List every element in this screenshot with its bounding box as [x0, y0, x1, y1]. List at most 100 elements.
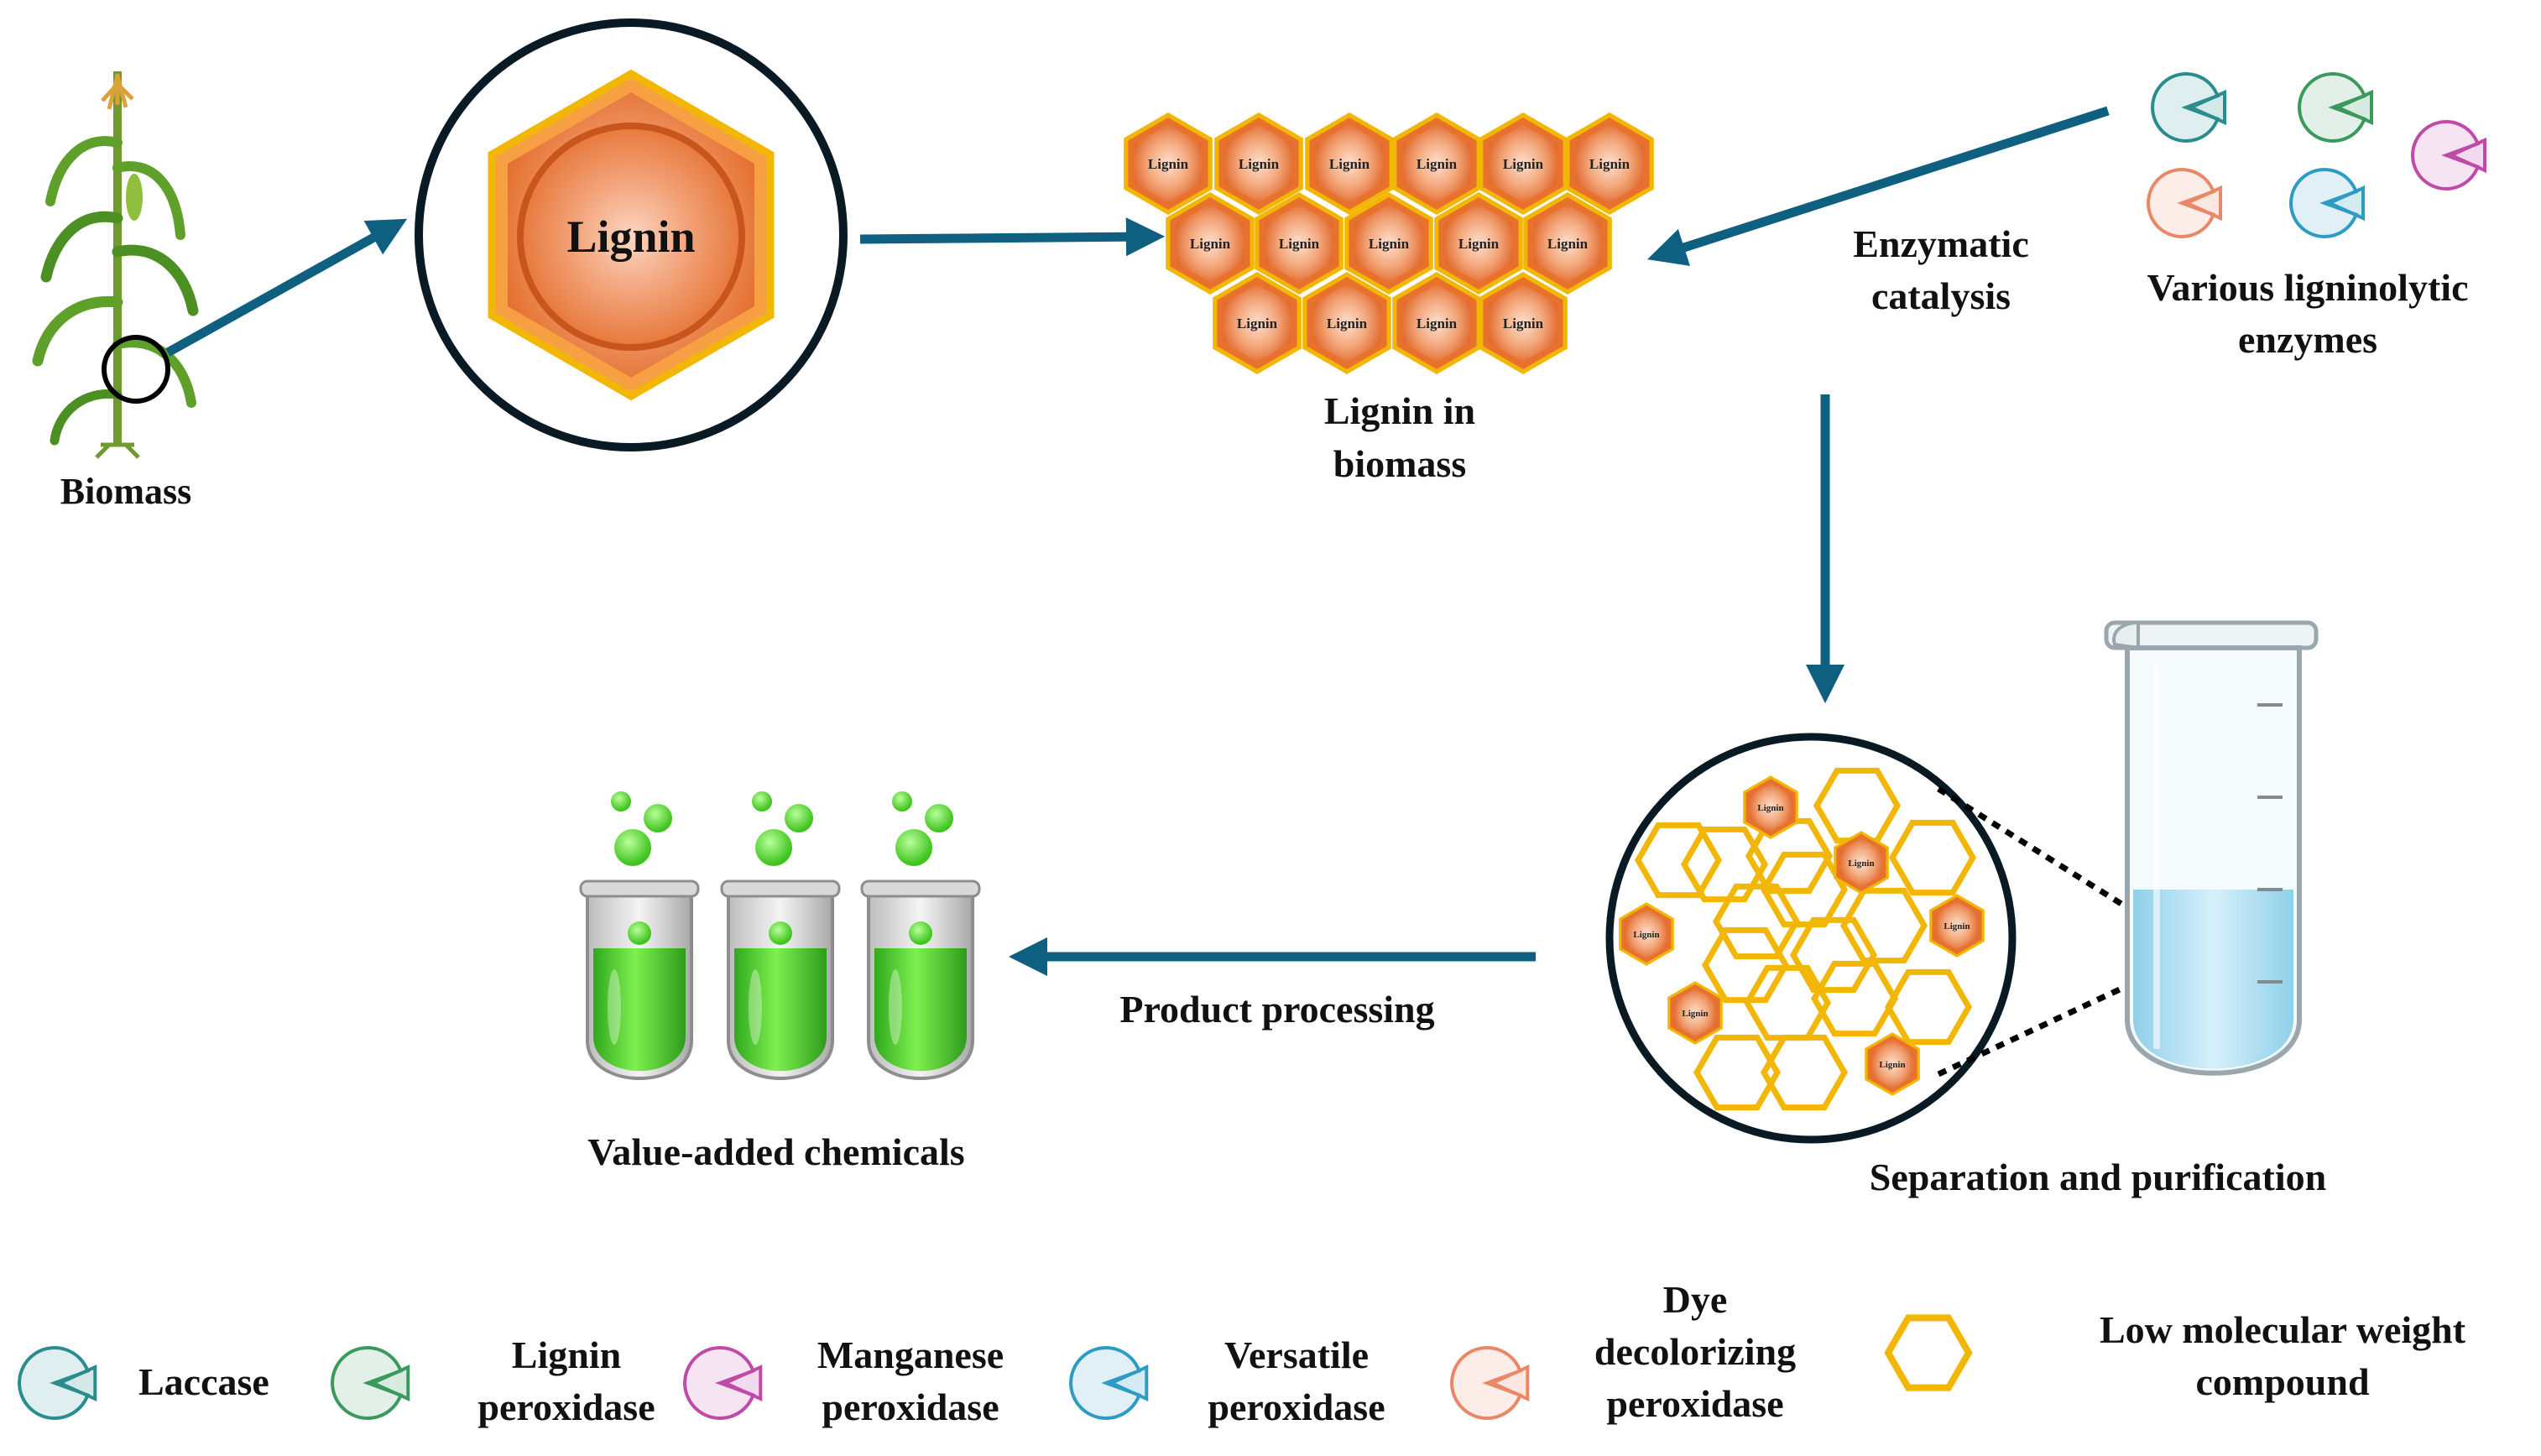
- lignin-hex-11-label: Lignin: [1547, 236, 1589, 252]
- legend: [18, 1314, 1973, 1420]
- low-mw-compound-13: [1693, 1034, 1782, 1111]
- low-mw-compound-9: [1701, 926, 1790, 1004]
- separation-lignin-hex-4-label: Lignin: [1944, 921, 1970, 932]
- lignin-hex-4-label: Lignin: [1417, 156, 1458, 172]
- lignin-hex-13: Lignin: [1302, 271, 1391, 375]
- biomass-highlight-circle: [102, 335, 170, 404]
- legend-dye-peroxidase-line3: peroxidase: [1606, 1382, 1783, 1425]
- legend-versatile-peroxidase-line1: Versatile: [1224, 1333, 1369, 1376]
- enzymes-label-line2: enzymes: [2238, 318, 2377, 361]
- value-added-label: Value-added chemicals: [587, 1130, 964, 1173]
- lignin-hex-15-label: Lignin: [1503, 316, 1544, 331]
- lignin-hex-12: Lignin: [1213, 271, 1302, 375]
- lignin-hex-10: Lignin: [1434, 191, 1523, 295]
- separation-lignin-hex-6: Lignin: [1865, 1032, 1920, 1096]
- lignin-big-label: Lignin: [566, 211, 695, 262]
- lignin-unit-zoom: Lignin: [415, 18, 848, 451]
- legend-lignin-peroxidase-line2: peroxidase: [477, 1386, 655, 1428]
- lignin-hex-9: Lignin: [1344, 191, 1433, 295]
- lignin-hex-1: Lignin: [1124, 112, 1213, 216]
- low-mw-compound-6: [1760, 851, 1849, 928]
- product-processing-label: Product processing: [1119, 988, 1434, 1031]
- separation-lignin-hex-3: Lignin: [1619, 902, 1674, 966]
- separation-lignin-hex-4: Lignin: [1929, 894, 1985, 958]
- lignin-hex-5: Lignin: [1479, 112, 1568, 216]
- lignin-hex-7-label: Lignin: [1190, 236, 1231, 252]
- lignin-hex-1-label: Lignin: [1148, 156, 1189, 172]
- low-mw-compound-14: [1760, 1034, 1849, 1111]
- lignin-hex-4: Lignin: [1392, 112, 1481, 216]
- separation-lignin-hex-1: Lignin: [1743, 775, 1798, 839]
- corn-plant-icon: [32, 71, 199, 459]
- legend-low-mw-line1: Low molecular weight: [2100, 1308, 2466, 1351]
- arrow-enzymes-to-network: [1647, 106, 2110, 266]
- lignin-hex-11: Lignin: [1523, 191, 1612, 295]
- legend-lignin-peroxidase-icon: [331, 1346, 410, 1420]
- separation-lignin-hex-3-label: Lignin: [1633, 930, 1659, 940]
- lignin-hex-3: Lignin: [1305, 112, 1394, 216]
- lignin-in-biomass-label-line1: Lignin in: [1324, 389, 1475, 432]
- legend-versatile-peroxidase-icon: [1069, 1346, 1149, 1420]
- enzyme-cluster: [2147, 72, 2486, 238]
- versatile-peroxidase-enzyme-icon: [2289, 168, 2365, 238]
- lignin-hex-13-label: Lignin: [1327, 316, 1368, 331]
- low-mw-compound-12: [1884, 968, 1973, 1046]
- separation-lignin-hex-5: Lignin: [1667, 981, 1723, 1045]
- legend-dye-peroxidase-line2: decolorizing: [1594, 1330, 1796, 1373]
- lignin-hex-10-label: Lignin: [1458, 236, 1500, 252]
- low-mw-compound-7: [1839, 887, 1928, 964]
- lignin-in-biomass-label-line2: biomass: [1333, 442, 1466, 485]
- manganese-peroxidase-enzyme-icon: [2411, 120, 2486, 190]
- separation-lignin-hex-6-label: Lignin: [1879, 1060, 1905, 1070]
- legend-manganese-peroxidase-icon: [683, 1346, 763, 1420]
- lignin-hex-15: Lignin: [1479, 271, 1568, 375]
- separation-lignin-hex-5-label: Lignin: [1682, 1009, 1708, 1019]
- separation-lignin-hex-2-label: Lignin: [1848, 858, 1874, 869]
- legend-dye-peroxidase-line1: Dye: [1663, 1278, 1728, 1321]
- lignin-hex-9-label: Lignin: [1369, 236, 1410, 252]
- lignin-hex-3-label: Lignin: [1329, 156, 1370, 172]
- separation-lignin-hex-1-label: Lignin: [1757, 803, 1783, 813]
- lignin-hex-6: Lignin: [1565, 112, 1654, 216]
- microcentrifuge-tube-icon: [2104, 620, 2319, 1076]
- arrow-biomass-to-lignin: [165, 218, 408, 357]
- lignin-hex-12-label: Lignin: [1237, 316, 1278, 331]
- chemical-vial-icon: [579, 791, 700, 1080]
- low-mw-compound-4: [1888, 819, 1977, 896]
- lignin-hex-14-label: Lignin: [1417, 316, 1458, 331]
- lignin-hex-7: Lignin: [1166, 191, 1255, 295]
- dye-peroxidase-enzyme-icon: [2147, 168, 2222, 238]
- low-mw-compound-5: [1712, 883, 1801, 960]
- legend-manganese-peroxidase-line1: Manganese: [817, 1333, 1004, 1376]
- legend-dye-peroxidase-icon: [1450, 1346, 1530, 1420]
- low-mw-compound-3: [1680, 826, 1769, 903]
- legend-laccase-label: Laccase: [138, 1360, 269, 1403]
- lignin-peroxidase-enzyme-icon: [2298, 72, 2373, 143]
- legend-low-mw-line2: compound: [2195, 1360, 2369, 1403]
- enzymatic-catalysis-label-line2: catalysis: [1871, 274, 2011, 317]
- separation-lignin-hex-2: Lignin: [1834, 831, 1889, 895]
- lignin-hex-2-label: Lignin: [1239, 156, 1280, 172]
- low-mw-compound-11: [1810, 960, 1899, 1037]
- lignin-hex-8: Lignin: [1255, 191, 1344, 295]
- biomass-label: Biomass: [60, 471, 191, 512]
- low-mw-compound-2: [1745, 817, 1834, 895]
- legend-laccase-icon: [18, 1346, 97, 1420]
- lignin-hex-14: Lignin: [1392, 271, 1481, 375]
- enzymes-label-line1: Various ligninolytic: [2147, 266, 2469, 309]
- legend-lignin-peroxidase-line1: Lignin: [512, 1333, 621, 1376]
- lignin-hex-5-label: Lignin: [1503, 156, 1544, 172]
- legend-low-mw-hexagon-icon: [1884, 1314, 1973, 1391]
- chemical-vial-icon: [860, 791, 981, 1080]
- low-mw-compound-15: [1634, 822, 1723, 899]
- lignin-hex-2: Lignin: [1214, 112, 1303, 216]
- legend-manganese-peroxidase-line2: peroxidase: [822, 1386, 999, 1428]
- enzymatic-catalysis-label-line1: Enzymatic: [1853, 222, 2029, 265]
- low-mw-compound-8: [1789, 916, 1878, 994]
- laccase-enzyme-icon: [2151, 72, 2226, 143]
- separation-label: Separation and purification: [1870, 1156, 2326, 1198]
- lignin-hex-8-label: Lignin: [1279, 236, 1320, 252]
